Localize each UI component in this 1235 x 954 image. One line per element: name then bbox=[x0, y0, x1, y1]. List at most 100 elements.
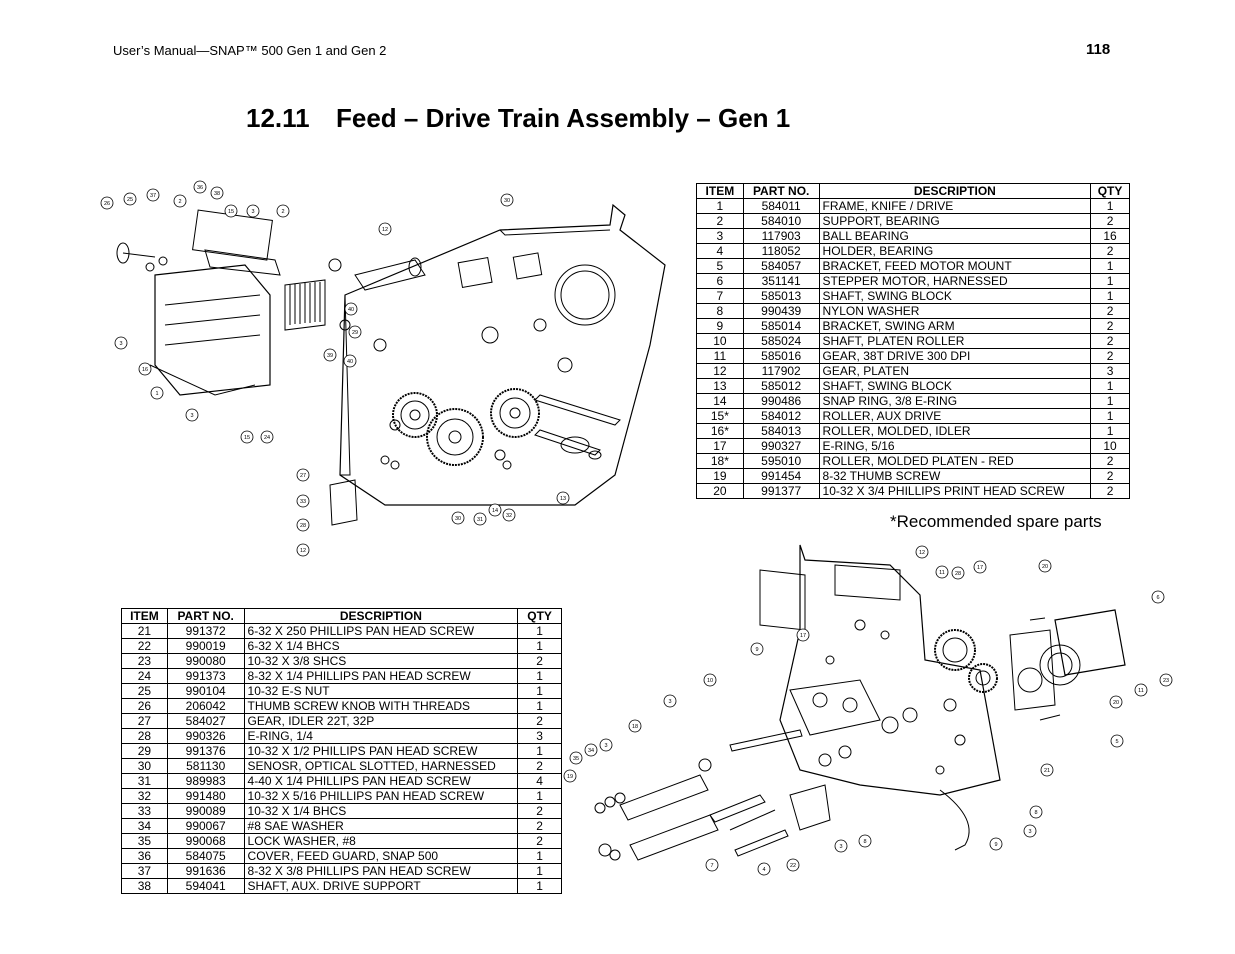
quantity: 1 bbox=[1090, 423, 1130, 439]
quantity: 16 bbox=[1090, 228, 1130, 244]
part-description: ROLLER, MOLDED PLATEN - RED bbox=[818, 453, 1092, 469]
part-description: GEAR, PLATEN bbox=[818, 363, 1092, 379]
callout-label: 12 bbox=[300, 548, 306, 554]
item-number: 9 bbox=[696, 318, 744, 334]
callout-label: 3 bbox=[119, 341, 122, 347]
callout-label: 16 bbox=[142, 367, 148, 373]
item-number: 10 bbox=[696, 333, 744, 349]
quantity: 2 bbox=[517, 713, 562, 729]
item-number: 36 bbox=[121, 848, 168, 864]
item-number: 27 bbox=[121, 713, 168, 729]
callout-label: 40 bbox=[347, 359, 353, 365]
callout-label: 11 bbox=[1138, 688, 1144, 694]
part-description: 6-32 X 1/4 BHCS bbox=[243, 638, 519, 654]
item-number: 3 bbox=[696, 228, 744, 244]
item-number: 28 bbox=[121, 728, 168, 744]
quantity: 1 bbox=[517, 848, 562, 864]
callout-label: 3 bbox=[190, 413, 193, 419]
quantity: 2 bbox=[517, 653, 562, 669]
callout-label: 39 bbox=[327, 353, 333, 359]
part-number: 594041 bbox=[166, 878, 245, 894]
part-number: 117903 bbox=[742, 228, 820, 244]
part-description: LOCK WASHER, #8 bbox=[243, 833, 519, 849]
part-number: 990486 bbox=[742, 393, 820, 409]
quantity: 2 bbox=[1090, 213, 1130, 229]
quantity: 1 bbox=[1090, 273, 1130, 289]
item-number: 7 bbox=[696, 288, 744, 304]
part-description: COVER, FEED GUARD, SNAP 500 bbox=[243, 848, 519, 864]
part-description: 8-32 THUMB SCREW bbox=[818, 468, 1092, 484]
callout-label: 1 bbox=[155, 391, 158, 397]
item-number: 37 bbox=[121, 863, 168, 879]
callout-label: 31 bbox=[477, 517, 483, 523]
part-number: 990089 bbox=[166, 803, 245, 819]
part-number: 990080 bbox=[166, 653, 245, 669]
part-number: 990067 bbox=[166, 818, 245, 834]
quantity: 3 bbox=[1090, 363, 1130, 379]
column-header-item: ITEM bbox=[696, 183, 744, 199]
column-header-part-no: PART NO. bbox=[166, 608, 245, 624]
part-number: 585013 bbox=[742, 288, 820, 304]
item-number: 25 bbox=[121, 683, 168, 699]
callout-label: 34 bbox=[588, 748, 594, 754]
column-header-qty: QTY bbox=[517, 608, 562, 624]
part-description: 10-32 E-S NUT bbox=[243, 683, 519, 699]
page-number: 118 bbox=[1086, 41, 1111, 58]
callout-label: 22 bbox=[790, 863, 796, 869]
quantity: 2 bbox=[1090, 483, 1130, 499]
part-number: 990068 bbox=[166, 833, 245, 849]
column-header-description: DESCRIPTION bbox=[818, 183, 1092, 199]
callout-label: 38 bbox=[214, 191, 220, 197]
callout-label: 9 bbox=[755, 647, 758, 653]
quantity: 2 bbox=[1090, 303, 1130, 319]
part-description: #8 SAE WASHER bbox=[243, 818, 519, 834]
item-number: 35 bbox=[121, 833, 168, 849]
item-number: 17 bbox=[696, 438, 744, 454]
callout-label: 13 bbox=[560, 496, 566, 502]
part-number: 117902 bbox=[742, 363, 820, 379]
quantity: 1 bbox=[517, 698, 562, 714]
part-number: 990104 bbox=[166, 683, 245, 699]
quantity: 2 bbox=[1090, 468, 1130, 484]
callout-label: 20 bbox=[1042, 564, 1048, 570]
quantity: 2 bbox=[1090, 333, 1130, 349]
item-number: 20 bbox=[696, 483, 744, 499]
callout-label: 33 bbox=[300, 499, 306, 505]
part-description: SHAFT, AUX. DRIVE SUPPORT bbox=[243, 878, 519, 894]
part-number: 584011 bbox=[742, 198, 820, 214]
part-number: 990019 bbox=[166, 638, 245, 654]
quantity: 4 bbox=[517, 773, 562, 789]
part-description: GEAR, 38T DRIVE 300 DPI bbox=[818, 348, 1092, 364]
item-number: 14 bbox=[696, 393, 744, 409]
section-number: 12.11 bbox=[246, 103, 310, 133]
item-number: 30 bbox=[121, 758, 168, 774]
part-number: 991636 bbox=[166, 863, 245, 879]
callout-label: 24 bbox=[264, 435, 270, 441]
part-description: SHAFT, PLATEN ROLLER bbox=[818, 333, 1092, 349]
callout-label: 15 bbox=[228, 209, 234, 215]
part-description: GEAR, IDLER 22T, 32P bbox=[243, 713, 519, 729]
part-number: 206042 bbox=[166, 698, 245, 714]
callout-label: 3 bbox=[668, 699, 671, 705]
callout-label: 14 bbox=[492, 508, 498, 514]
callout-label: 12 bbox=[382, 227, 388, 233]
part-number: 991377 bbox=[742, 483, 820, 499]
item-number: 29 bbox=[121, 743, 168, 759]
part-number: 989983 bbox=[166, 773, 245, 789]
part-description: ROLLER, MOLDED, IDLER bbox=[818, 423, 1092, 439]
